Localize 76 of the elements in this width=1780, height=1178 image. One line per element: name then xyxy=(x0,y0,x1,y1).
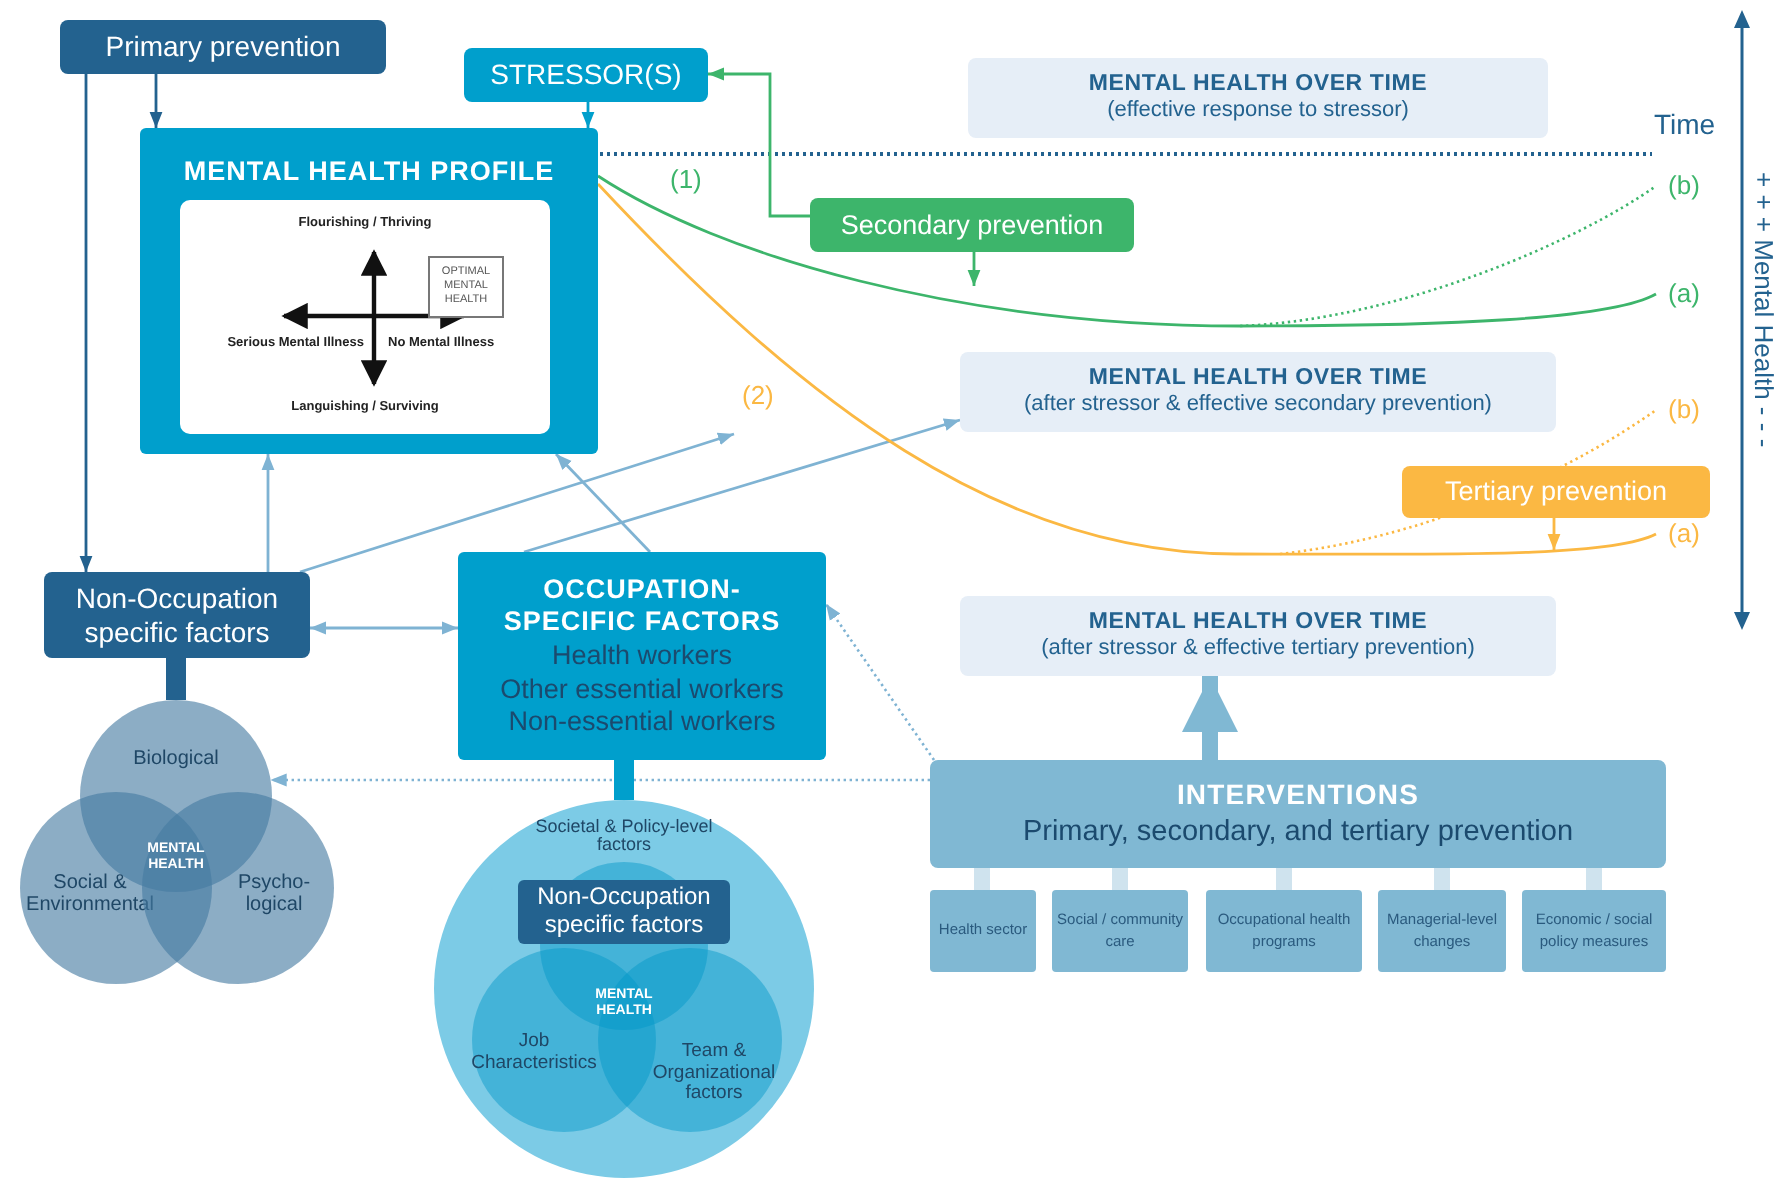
connector-line xyxy=(1276,868,1292,890)
factor-box xyxy=(44,572,310,658)
arrow xyxy=(523,418,961,554)
arrow xyxy=(824,603,936,761)
heading: OCCUPATION-SPECIFIC FACTORS xyxy=(501,574,783,637)
arrow xyxy=(261,454,275,572)
arrow xyxy=(967,252,981,286)
intervention-type-box xyxy=(1052,890,1188,972)
intervention-type-box xyxy=(1206,890,1362,972)
box-label: Health workers xyxy=(551,640,733,672)
box-label: MENTAL HEALTH PROFILE xyxy=(183,156,555,188)
interventions-box xyxy=(930,760,1666,868)
connector-line xyxy=(597,183,1657,556)
box-label: (b) xyxy=(1668,395,1700,425)
intervention-type-box xyxy=(930,890,1036,972)
box-label: (after stressor & effective secondary prevention) xyxy=(1024,392,1492,418)
connector-line xyxy=(166,658,186,700)
axis-label: Time xyxy=(1654,110,1716,141)
intervention-type-box xyxy=(1378,890,1506,972)
profile-panel xyxy=(140,128,598,454)
connector-line xyxy=(1586,868,1602,890)
box-label: (effective response to stressor) xyxy=(1107,98,1409,124)
factor-box xyxy=(518,880,730,944)
box-label: Non-Occupation specific factors xyxy=(73,582,281,648)
connector-line xyxy=(1239,184,1657,328)
prevention-box xyxy=(810,198,1134,252)
quadrant-chart-panel xyxy=(180,200,550,434)
connector-line xyxy=(1112,868,1128,890)
arrow xyxy=(270,773,930,787)
box-label: Primary, secondary, and tertiary prevention xyxy=(1022,816,1574,850)
box-label: Secondary prevention xyxy=(840,209,1104,241)
box-label: Tertiary prevention xyxy=(1444,476,1668,508)
box-label: STRESSOR(S) xyxy=(490,58,682,92)
arrow xyxy=(708,67,810,218)
box-label: Societal & Policy-level factors xyxy=(533,818,715,856)
arrow xyxy=(1547,518,1561,550)
box-label: (b) xyxy=(1668,171,1700,201)
arrow xyxy=(310,621,458,635)
box-label: Social & Environmental xyxy=(24,871,156,917)
connector-line xyxy=(597,174,1657,328)
connector-line xyxy=(1434,868,1450,890)
connector-line xyxy=(614,760,634,800)
box-label: Non-essential workers xyxy=(508,706,776,738)
arrow xyxy=(1182,676,1238,760)
timeline-title-box xyxy=(960,352,1556,432)
heading: MENTAL HEALTH OVER TIME xyxy=(1088,72,1428,99)
arrow xyxy=(581,102,595,128)
arrow xyxy=(79,74,93,572)
box-label: Biological xyxy=(133,748,219,771)
box-label: Psycho-logical xyxy=(235,871,313,917)
box-label: (after stressor & effective tertiary prevention) xyxy=(1041,636,1475,662)
axis-label: + + + Mental Health - - - xyxy=(1748,172,1777,448)
arrow xyxy=(149,74,163,128)
box-label: Job Characteristics xyxy=(471,1032,597,1076)
factor-box xyxy=(458,552,826,760)
heading: MENTAL HEALTH OVER TIME xyxy=(1088,610,1428,637)
stressor-box xyxy=(464,48,708,102)
prevention-box xyxy=(1402,466,1710,518)
box-label: (a) xyxy=(1668,279,1700,309)
box-label: Team & Organizational factors xyxy=(650,1041,778,1107)
box-label: Non-Occupation specific factors xyxy=(535,884,713,940)
heading: INTERVENTIONS xyxy=(1176,778,1420,811)
heading: MENTAL HEALTH OVER TIME xyxy=(1088,366,1428,393)
quadrant-tag xyxy=(428,256,504,318)
prevention-box xyxy=(60,20,386,74)
arrow xyxy=(299,432,735,574)
edge-label: (2) xyxy=(740,382,776,411)
box-label: Primary prevention xyxy=(105,30,341,64)
box-label: Other essential workers xyxy=(500,673,784,705)
timeline-title-box xyxy=(960,596,1556,676)
edge-label: (1) xyxy=(668,166,704,195)
arrow xyxy=(555,453,651,553)
box-label: (a) xyxy=(1668,519,1700,549)
intervention-type-box xyxy=(1522,890,1666,972)
connector-line xyxy=(974,868,990,890)
timeline-title-box xyxy=(968,58,1548,138)
